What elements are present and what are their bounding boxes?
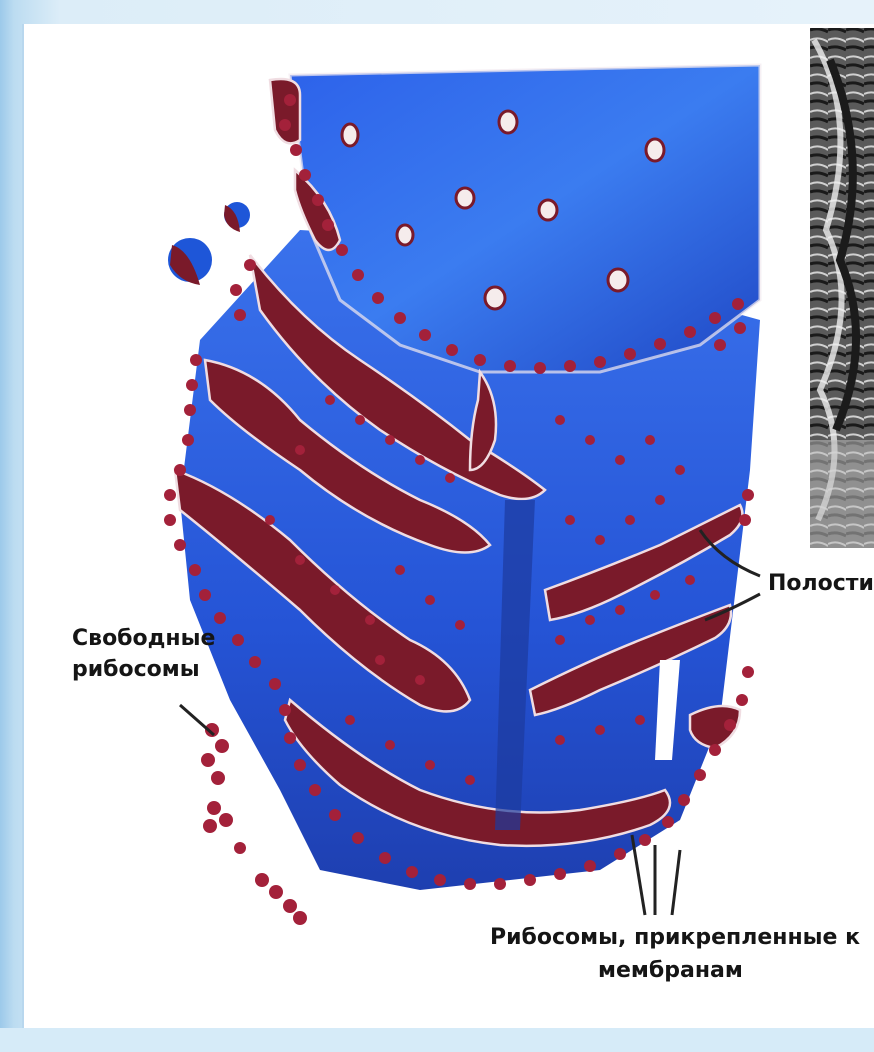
label-attached-ribosomes-line2: мембранам bbox=[598, 958, 743, 983]
electron-micrograph bbox=[810, 28, 874, 548]
label-free-ribosomes-line2: рибосомы bbox=[72, 657, 200, 682]
label-free-ribosomes-line1: Свободные bbox=[72, 626, 215, 651]
label-attached-ribosomes-line1: Рибосомы, прикрепленные к bbox=[490, 925, 860, 950]
endoplasmic-reticulum-illustration bbox=[164, 65, 760, 890]
label-cavities: Полости bbox=[768, 571, 874, 596]
